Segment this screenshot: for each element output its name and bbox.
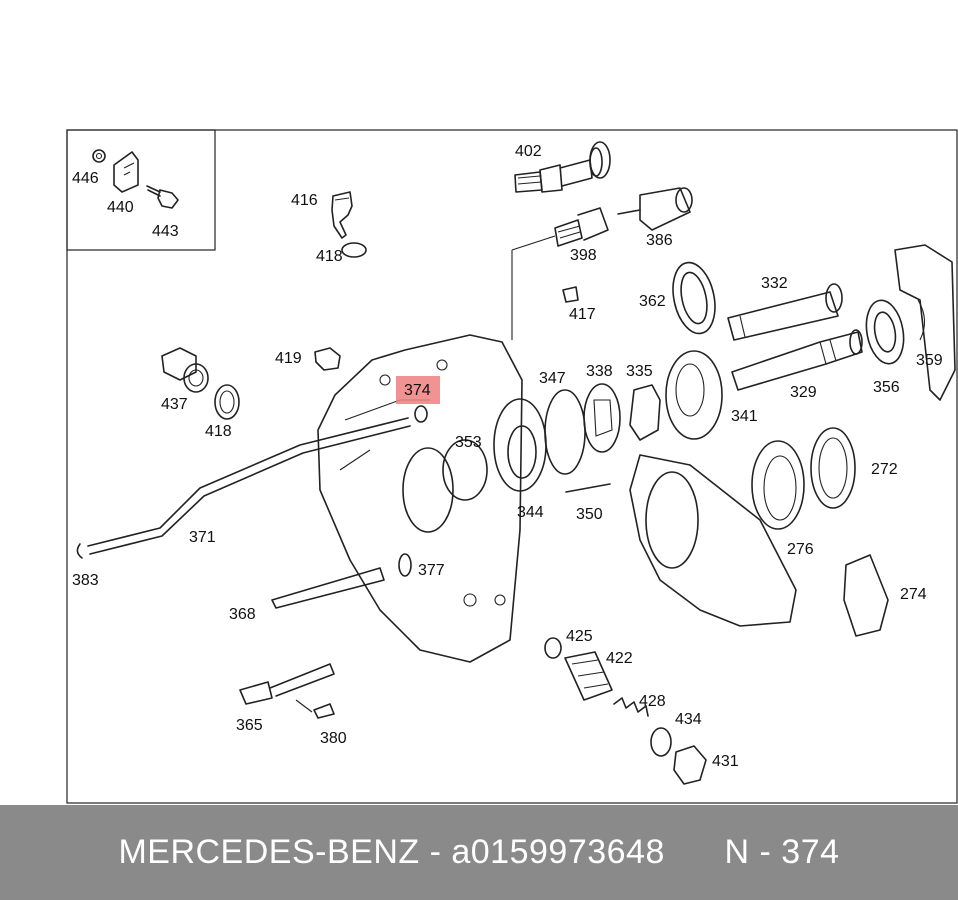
- highlight-374: [396, 376, 440, 404]
- ring-347: [544, 389, 586, 475]
- callout-332: 332: [761, 275, 788, 292]
- inset-box: [66, 129, 216, 251]
- shaft-332: [727, 283, 843, 341]
- footer-bar: MERCEDES-BENZ - a0159973648 N - 374: [0, 805, 958, 900]
- housing-359: [894, 244, 956, 401]
- ring-272: [810, 427, 856, 509]
- leader-lines: [511, 235, 556, 340]
- callout-341: 341: [731, 408, 758, 425]
- cover-341: [665, 350, 723, 440]
- callout-356: 356: [873, 379, 900, 396]
- callout-374: 374: [404, 382, 431, 399]
- callout-419: 419: [275, 350, 302, 367]
- callout-338: 338: [586, 363, 613, 380]
- callout-425: 425: [566, 628, 593, 645]
- callout-431: 431: [712, 753, 739, 770]
- pin-350: [565, 483, 611, 493]
- parts-diagram: 446 440 443 416 418 402 398 386 417 362 …: [66, 129, 958, 804]
- oring-418b: [214, 384, 240, 420]
- valve-422: [564, 651, 613, 701]
- callout-276: 276: [787, 541, 814, 558]
- spring-428: [613, 697, 649, 717]
- seal-425: [544, 637, 562, 659]
- callout-417: 417: [569, 306, 596, 323]
- callout-335: 335: [626, 363, 653, 380]
- footer-part-text: MERCEDES-BENZ - a0159973648 N - 374: [118, 833, 840, 871]
- bearing-276: [751, 440, 805, 530]
- callout-350: 350: [576, 506, 603, 523]
- callout-347: 347: [539, 370, 566, 387]
- washer-434: [650, 727, 672, 757]
- oring-377: [398, 553, 412, 577]
- clip-383: [76, 543, 83, 559]
- plug-417: [562, 286, 579, 303]
- fitting-437: [161, 347, 209, 393]
- callout-359: 359: [916, 352, 943, 369]
- callout-362: 362: [639, 293, 666, 310]
- callout-437: 437: [161, 396, 188, 413]
- seal-362: [672, 261, 716, 335]
- callout-398: 398: [570, 247, 597, 264]
- diagram-frame: [66, 129, 958, 804]
- callout-422: 422: [606, 650, 633, 667]
- callout-428: 428: [639, 693, 666, 710]
- callout-371: 371: [189, 529, 216, 546]
- callout-353: 353: [455, 434, 482, 451]
- callout-418b: 418: [205, 423, 232, 440]
- callout-365: 365: [236, 717, 263, 734]
- callout-329: 329: [790, 384, 817, 401]
- callout-368: 368: [229, 606, 256, 623]
- oring-374: [414, 405, 428, 423]
- valve-402: [514, 141, 611, 193]
- bolt-380: [295, 699, 335, 719]
- valve-398: [554, 207, 609, 247]
- callout-344: 344: [517, 504, 544, 521]
- callout-443: 443: [152, 223, 179, 240]
- callout-272: 272: [871, 461, 898, 478]
- oring-418a: [341, 242, 367, 258]
- callout-440: 440: [107, 199, 134, 216]
- sensor-365: [239, 663, 335, 705]
- shaft-329: [731, 329, 863, 391]
- callout-416: 416: [291, 192, 318, 209]
- washer-446: [92, 149, 106, 163]
- callout-274: 274: [900, 586, 927, 603]
- gear-338: [583, 383, 621, 453]
- tube-371: [87, 417, 411, 555]
- fitting-416: [331, 191, 353, 239]
- callout-418a: 418: [316, 248, 343, 265]
- gear-335: [629, 384, 661, 441]
- callout-386: 386: [646, 232, 673, 249]
- rod-368: [271, 567, 385, 609]
- clip-440: [113, 151, 139, 193]
- bearing-356: [865, 299, 905, 365]
- clip-274: [843, 554, 889, 637]
- plug-431: [673, 745, 707, 785]
- callout-434: 434: [675, 711, 702, 728]
- callout-377: 377: [418, 562, 445, 579]
- bolt-443: [146, 185, 179, 209]
- pump-344: [493, 398, 547, 492]
- plug-419: [314, 347, 341, 371]
- callout-380: 380: [320, 730, 347, 747]
- piston-386: [617, 187, 693, 231]
- rear-housing: [629, 454, 797, 627]
- callout-383: 383: [72, 572, 99, 589]
- callout-446: 446: [72, 170, 99, 187]
- callout-402: 402: [515, 143, 542, 160]
